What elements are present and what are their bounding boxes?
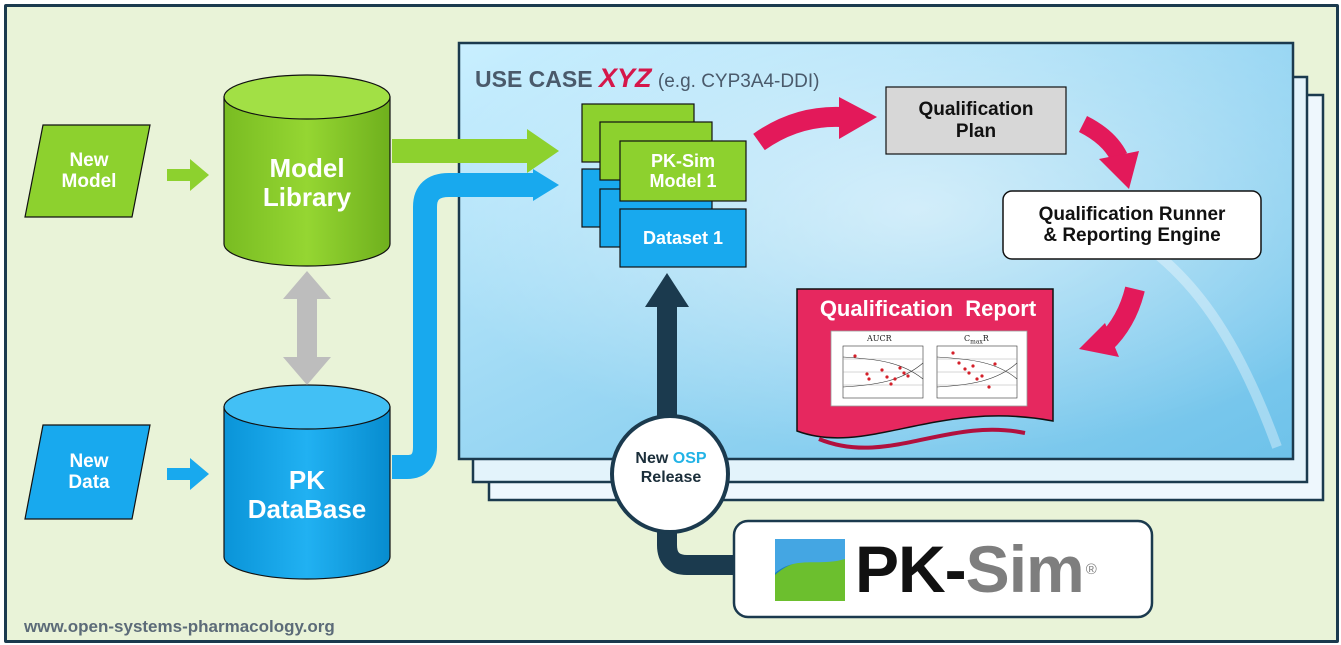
new-data-input [24,424,151,520]
report-plot-right [936,345,1018,399]
osp-logo: OSP [672,450,707,467]
release-label: Release [640,469,702,487]
use-case-title: USE CASE XYZ (e.g. CYP3A4-DDI) [475,63,819,94]
release-line [657,307,734,575]
qualification-report-title: Qualification Report [819,295,1037,321]
release-new: New [635,450,669,467]
footer-url: www.open-systems-pharmacology.org [24,617,335,636]
arrow-to-runner [1078,115,1128,162]
new-model-label: New Model [61,149,117,192]
library-database-link-arrow [283,271,331,385]
arrow-to-plan-head [839,97,877,139]
new-model-arrow [167,159,209,191]
pksim-logo-icon [775,539,845,601]
pksim-wordmark: PK-Sim® [855,529,1097,609]
dataset-label: Dataset 1 [642,227,724,248]
arrow-to-plan [753,106,843,151]
pk-database-label: PK DataBase [247,464,367,524]
use-case-prefix: USE CASE [475,66,599,92]
arrow-to-report-head [1079,323,1119,357]
new-model-input [24,124,151,218]
plot-right-title-main: C [964,334,971,343]
model-library-label: Model Library [262,152,352,212]
qualification-plan-box [885,86,1067,155]
qualification-runner-box [1002,190,1262,260]
plot-right-title-sub: max [970,338,983,346]
report-shadow-curl [818,427,1026,450]
new-data-arrow [167,458,209,490]
plot-right-title-suffix: R [982,334,989,343]
pk-database-body [223,406,391,580]
pksim-name-a: PK- [855,532,967,606]
release-arrow-head [645,273,689,307]
plot-right-title: CmaxR [964,334,989,346]
qualification-runner-label: Qualification Runner & Reporting Engine [1038,203,1226,246]
arrow-to-runner-head [1099,151,1139,189]
plot-left-title: AUCR [867,334,892,343]
database-to-usecase-arrow [392,173,535,479]
use-case-name: XYZ [598,63,652,93]
database-arrow-head [533,169,559,201]
pksim-name-b: Sim [965,532,1085,606]
model-library-body [223,96,391,267]
use-case-example: (e.g. CYP3A4-DDI) [657,71,820,92]
model-card-front [619,140,747,202]
pksim-registered-mark: ® [1085,560,1097,578]
report-plot-left [842,345,924,399]
workflow-diagram [24,41,1325,619]
diagram-canvas: New Model New Data Model Library PK Data… [4,4,1339,643]
model-library-to-usecase-arrow [392,129,559,173]
release-badge: New OSP Release [613,449,729,487]
qualification-plan-label: Qualification Plan [918,99,1034,142]
release-circle [610,414,730,534]
release-top-line: New OSP [635,449,706,468]
pksim-model-label: PK-Sim Model 1 [649,150,717,191]
new-data-label: New Data [68,450,110,493]
model-library-top [223,74,391,120]
pk-database-top [223,384,391,430]
dataset-card-front [619,208,747,268]
